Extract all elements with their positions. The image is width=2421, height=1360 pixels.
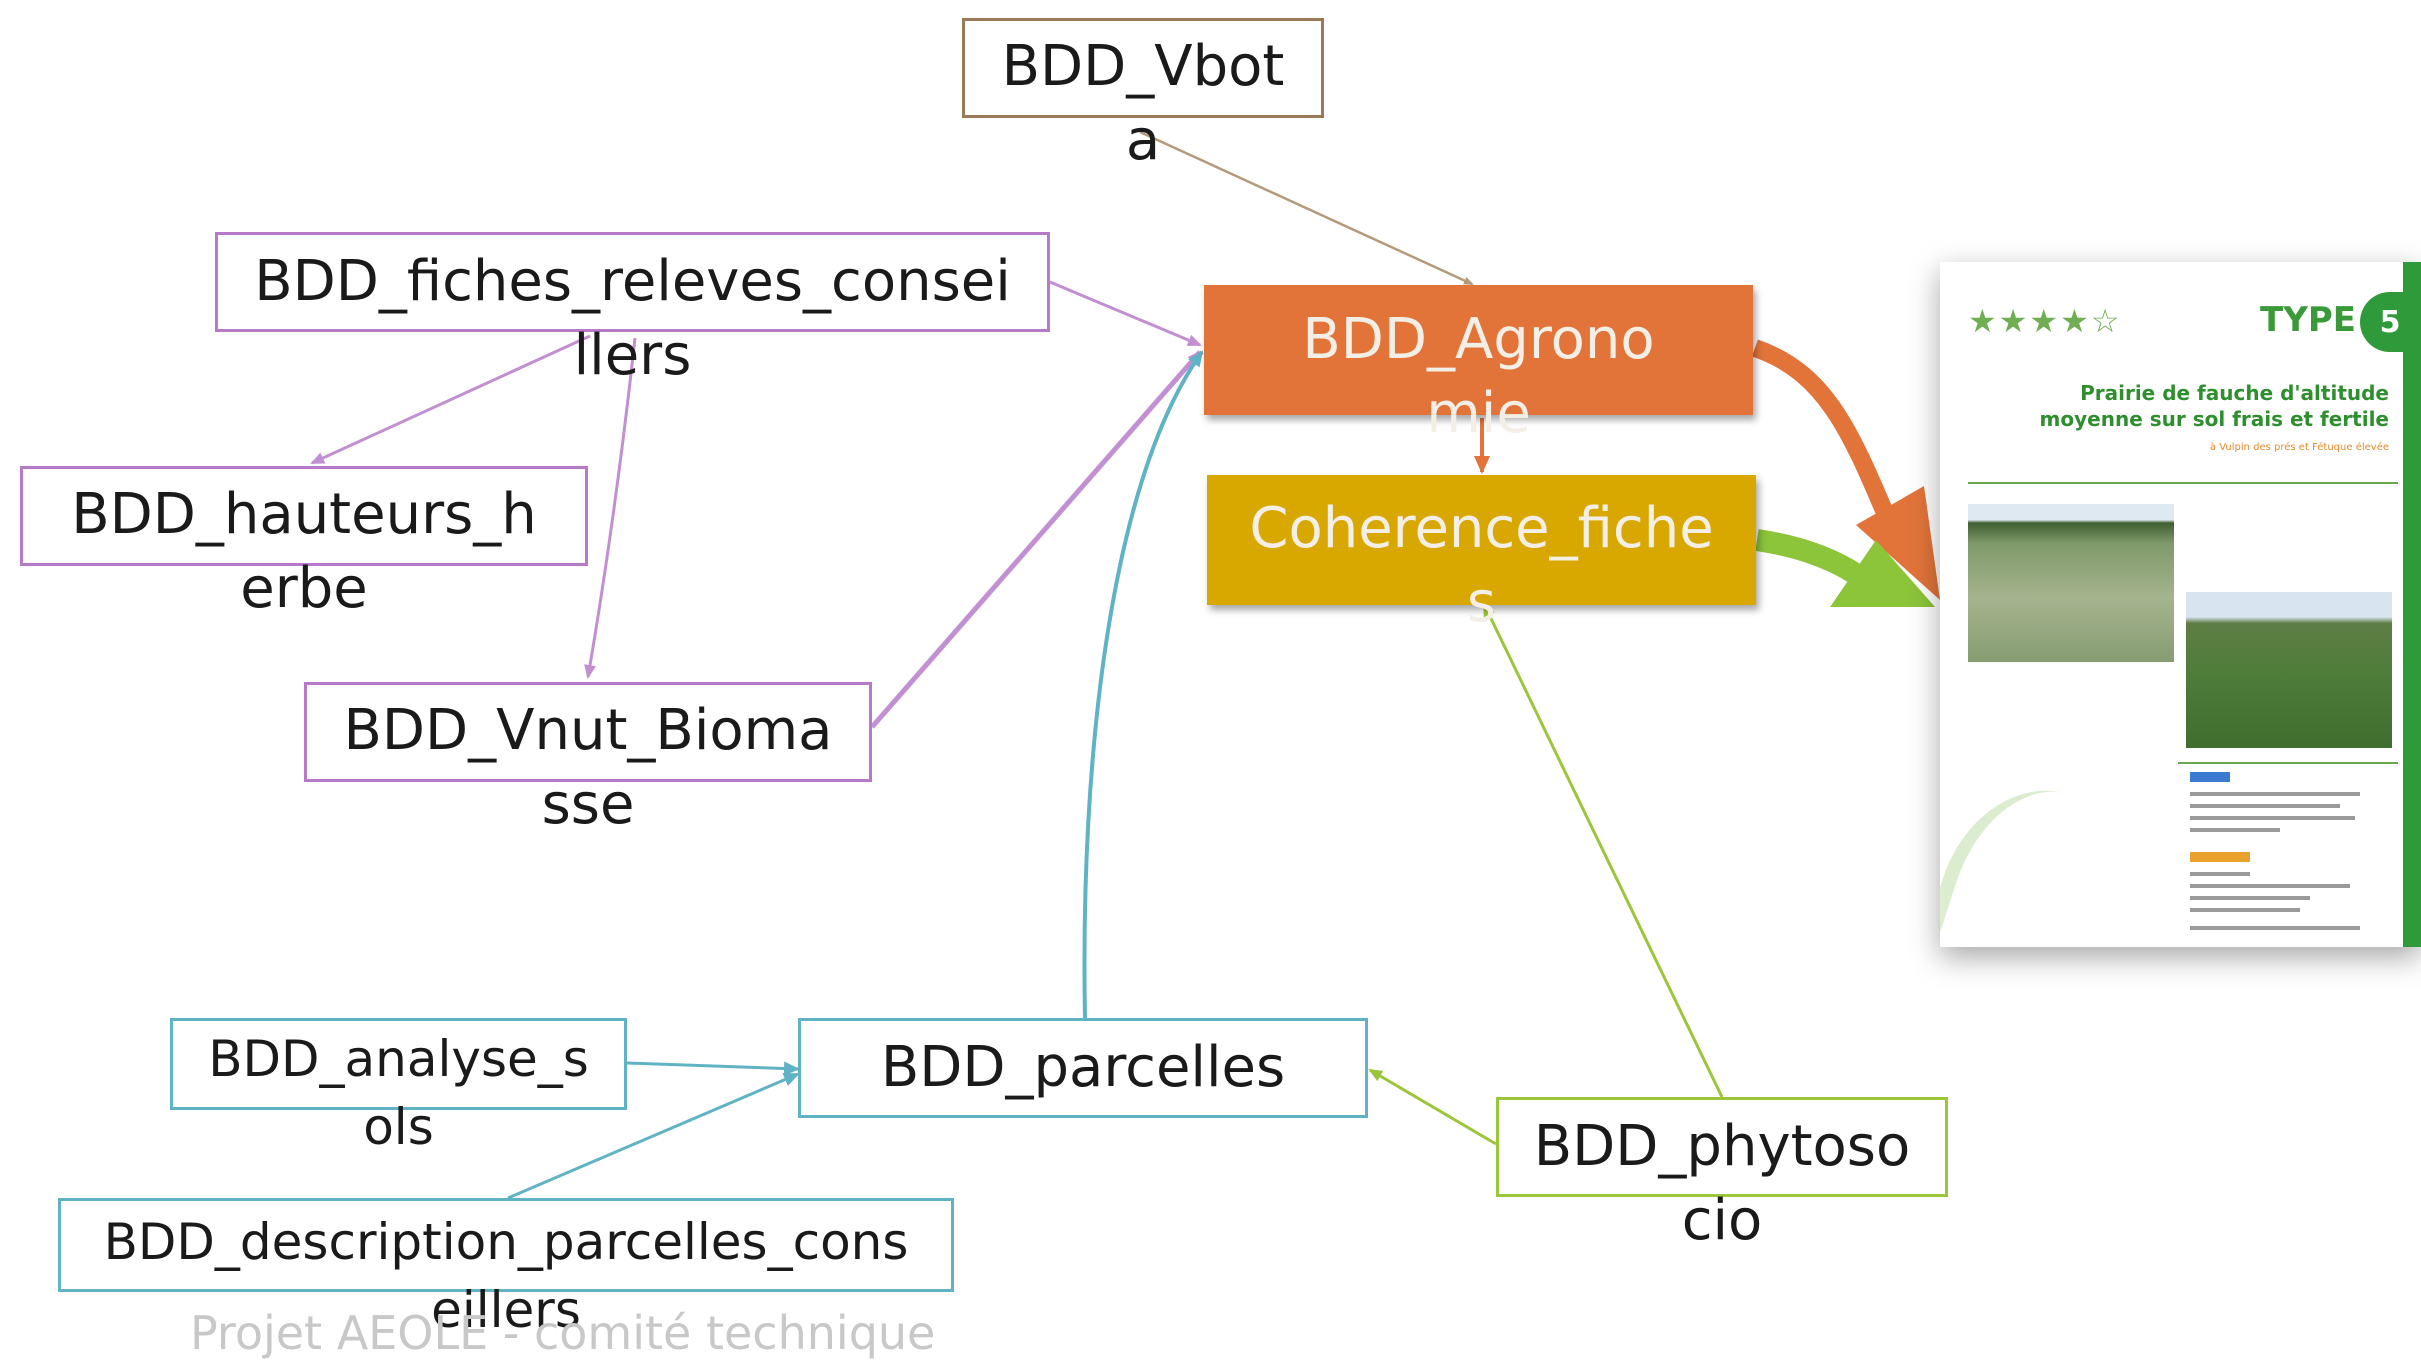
node-bdd-vbota-label: BDD_Vbot a — [1001, 34, 1285, 173]
node-bdd-vbota — [962, 18, 1324, 118]
edge-phytosocio-to-parcelles — [1368, 1068, 1497, 1146]
edge-fiches-to-hauteurs — [310, 334, 591, 465]
node-bdd-parcelles — [798, 1018, 1368, 1118]
node-bdd-analyse-sols — [170, 1018, 627, 1110]
node-bdd-hauteurs-herbe — [20, 466, 588, 566]
node-bdd-agronomie-label: BDD_Agrono mie — [1302, 307, 1655, 446]
edge-fiches-to-agronomie — [1049, 280, 1202, 347]
leaf-watermark — [1940, 765, 2107, 947]
node-bdd-fiches-releves-conseillers-label: BDD_fiches_releves_consei llers — [254, 249, 1011, 388]
document-type-label: TYPE — [2260, 300, 2356, 340]
node-bdd-vnut-biomasse-label: BDD_Vnut_Bioma sse — [343, 698, 833, 837]
document-divider-2 — [2178, 762, 2398, 764]
document-thumbnail: ★★★★☆ TYPE 5 Prairie de fauche d'altitud… — [1940, 262, 2421, 947]
document-tag-pratiques — [2190, 852, 2250, 862]
node-coherence-fiches — [1207, 475, 1756, 605]
arrowhead-coherence-to-document — [1830, 540, 1935, 607]
footer-text: Projet AEOLE - comité technique — [190, 1306, 936, 1360]
node-bdd-phytosocio-label: BDD_phytoso cio — [1533, 1114, 1911, 1253]
node-coherence-fiches-label: Coherence_fiche s — [1249, 496, 1714, 635]
document-text-line — [2190, 816, 2355, 820]
node-bdd-fiches-releves-conseillers — [215, 232, 1050, 332]
edge-agronomie-to-document — [1751, 339, 1897, 524]
document-text-line — [2190, 792, 2360, 796]
node-bdd-vnut-biomasse — [304, 682, 872, 782]
node-bdd-agronomie — [1204, 285, 1753, 415]
document-text-line — [2190, 896, 2310, 900]
meadow-photo-2 — [2186, 592, 2392, 748]
document-text-line — [2190, 926, 2360, 930]
edge-vnut-to-agronomie — [870, 350, 1202, 729]
node-bdd-phytosocio — [1496, 1097, 1948, 1197]
document-text-line — [2190, 804, 2340, 808]
edge-parcelles-to-agronomie — [1082, 350, 1204, 1019]
meadow-photo-1 — [1968, 504, 2174, 662]
document-text-line — [2190, 872, 2250, 876]
document-text-line — [2190, 884, 2350, 888]
node-bdd-parcelles-label: BDD_parcelles — [880, 1035, 1286, 1100]
edge-phytosocio-to-coherence — [1482, 602, 1724, 1098]
node-bdd-analyse-sols-label: BDD_analyse_s ols — [208, 1030, 589, 1156]
edge-description-to-parcelles — [507, 1072, 800, 1200]
node-bdd-description-parcelles-conseillers — [58, 1198, 954, 1292]
node-bdd-description-parcelles-conseillers-label: BDD_description_parcelles_cons eillers — [103, 1213, 909, 1339]
document-title: Prairie de fauche d'altitude moyenne sur… — [2039, 381, 2389, 431]
document-side-bar — [2403, 262, 2421, 947]
rating-stars: ★★★★☆ — [1968, 302, 2122, 340]
arrowhead-agronomie-to-document — [1856, 486, 1940, 600]
edge-vbota-to-agronomie — [1139, 130, 1474, 286]
edge-analyse-to-parcelles — [626, 1061, 800, 1076]
node-bdd-hauteurs-herbe-label: BDD_hauteurs_h erbe — [71, 482, 537, 621]
document-tag-milieu — [2190, 772, 2230, 782]
document-text-line — [2190, 828, 2280, 832]
document-text-line — [2190, 908, 2300, 912]
document-divider — [1968, 482, 2398, 484]
edge-fiches-to-vnut — [584, 337, 637, 679]
document-subtitle: à Vulpin des prés et Fétuque élevée — [2209, 442, 2389, 453]
